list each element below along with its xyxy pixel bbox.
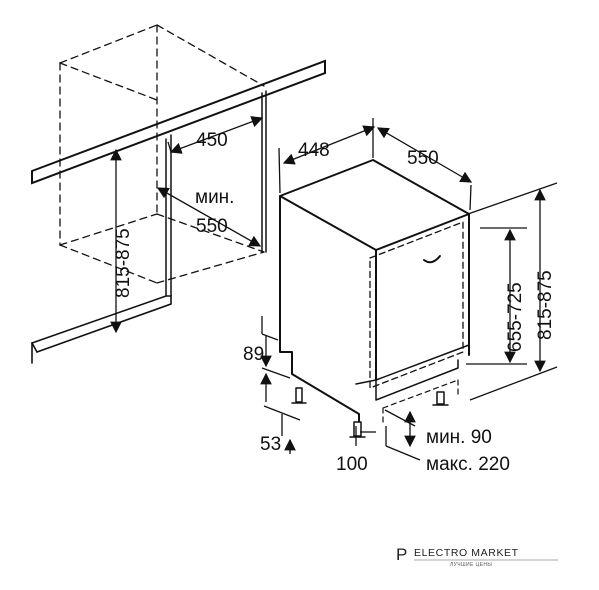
appliance-depth-label: 550 xyxy=(407,148,439,169)
appliance-width-dimension xyxy=(278,118,376,194)
door-height-dimension xyxy=(466,227,527,365)
foot-offset-dimension xyxy=(355,426,387,446)
plinth-gap-dimension xyxy=(384,409,421,461)
appliance-height-label: 815-875 xyxy=(535,270,556,340)
logo-brand: ELECTRO MARKET xyxy=(414,547,519,559)
cabinet-height-label: 815-875 xyxy=(113,228,134,298)
niche-width-dimension xyxy=(167,116,264,154)
niche-depth-prefix: мин. xyxy=(195,187,234,208)
niche-depth-value: 550 xyxy=(196,216,228,237)
plinth-gap-min-label: мин. 90 xyxy=(426,427,492,448)
dishwasher-body xyxy=(279,159,470,438)
foot-height-label: 53 xyxy=(260,434,281,455)
appliance-height-dimension xyxy=(467,182,558,401)
niche-width-label: 450 xyxy=(196,130,228,151)
foot-offset-label: 100 xyxy=(336,454,368,475)
plinth-gap-max-label: макс. 220 xyxy=(426,454,510,475)
plinth-height-label: 89 xyxy=(243,344,264,365)
appliance-width-label: 448 xyxy=(298,140,330,161)
foot-height-dimension xyxy=(263,405,301,454)
appliance-depth-dimension xyxy=(376,127,473,211)
logo-letter: P xyxy=(396,545,407,564)
niche-depth-dimension xyxy=(156,187,262,247)
door-height-label: 655-725 xyxy=(505,282,526,352)
plinth-height-dimension xyxy=(260,316,291,402)
logo-tagline: ЛУЧШИЕ ЦЕНЫ xyxy=(450,562,492,568)
electro-market-logo: P ELECTRO MARKET ЛУЧШИЕ ЦЕНЫ xyxy=(396,545,558,568)
cabinet-niche xyxy=(31,24,326,364)
